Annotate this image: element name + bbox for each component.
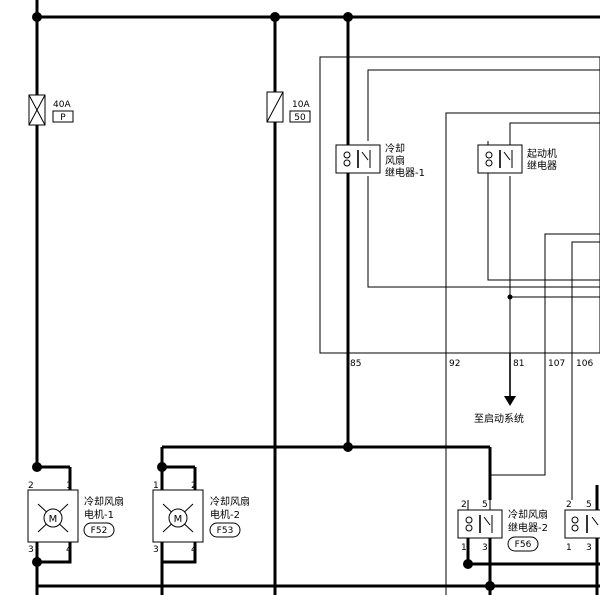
ecm-pin-81: 81 bbox=[513, 359, 524, 369]
ecm-output-wires bbox=[445, 353, 573, 595]
motor-1-pin-3: 3 bbox=[28, 545, 34, 555]
fuse-40a-symbol bbox=[28, 94, 46, 126]
relay-2-block: 2 5 1 3 bbox=[457, 500, 503, 595]
motor-2-pin-1: 1 bbox=[153, 481, 159, 491]
relay-2-pin-2: 2 bbox=[461, 500, 467, 510]
motor-2-pin-3: 3 bbox=[153, 545, 159, 555]
motor-1-block: M 2 1 3 4 bbox=[27, 462, 79, 595]
relay-2-label-line1: 冷却风扇 bbox=[508, 508, 548, 521]
relay-3-pin-2: 2 bbox=[566, 500, 572, 510]
fuse-10a-symbol bbox=[266, 91, 284, 123]
fuse-10a-code: 50 bbox=[294, 113, 306, 123]
motor-1-symbol: M bbox=[49, 514, 58, 525]
fuse-40a-code: P bbox=[60, 113, 66, 123]
relay-1-label-line3: 继电器-1 bbox=[385, 166, 425, 179]
relay-2-pin-1: 1 bbox=[461, 543, 467, 553]
motor-2-label-line2: 电机-2 bbox=[210, 508, 240, 521]
ecm-box bbox=[319, 56, 600, 354]
ecm-pin-92: 92 bbox=[449, 359, 460, 369]
relay-2-pin-3: 3 bbox=[482, 543, 488, 553]
relay-1-label-line2: 风扇 bbox=[385, 154, 405, 167]
relay-1-symbol bbox=[335, 144, 381, 174]
motor-1-label-line2: 电机-1 bbox=[84, 508, 114, 521]
starter-relay-label-line2: 继电器 bbox=[527, 159, 557, 172]
starter-relay-label-line1: 起动机 bbox=[527, 147, 557, 160]
relay-2-label-line2: 继电器-2 bbox=[508, 521, 548, 534]
motor-1-pin-1: 1 bbox=[66, 481, 72, 491]
ecm-pin-85: 85 bbox=[350, 359, 361, 369]
relay-3-pin-3: 3 bbox=[586, 543, 592, 553]
start-system-label: 至启动系统 bbox=[474, 412, 524, 425]
ecm-pin-106: 106 bbox=[576, 359, 593, 369]
top-power-bus bbox=[32, 0, 600, 22]
motor-2-symbol: M bbox=[174, 514, 183, 525]
relay-1-label-line1: 冷却 bbox=[385, 142, 405, 155]
fuse-10a-rating: 10A bbox=[292, 100, 310, 110]
relay-1-feed bbox=[160, 17, 492, 595]
motor-2-block: M 1 2 3 4 bbox=[152, 462, 204, 564]
starter-relay-symbol bbox=[477, 144, 523, 174]
motor-1-label-line1: 冷却风扇 bbox=[84, 495, 124, 508]
relay-2-connector: F56 bbox=[515, 540, 532, 550]
motor-2-pin-2: 2 bbox=[191, 481, 197, 491]
fuse-10a-branch: 10A 50 bbox=[266, 17, 311, 595]
relay-2-pin-5: 5 bbox=[482, 500, 488, 510]
motor-1-connector: F52 bbox=[91, 526, 108, 536]
relay-3-pin-5: 5 bbox=[586, 500, 592, 510]
fuse-40a-branch: 40A P bbox=[28, 17, 74, 467]
motor-1-pin-2: 2 bbox=[28, 481, 34, 491]
fuse-40a-rating: 40A bbox=[53, 100, 71, 110]
bottom-bus bbox=[37, 562, 600, 595]
ecm-pin-labels: 85 92 81 107 106 bbox=[350, 359, 593, 369]
motor-2-connector: F53 bbox=[217, 526, 234, 536]
relay-3-pin-1: 1 bbox=[566, 543, 572, 553]
motor-2-label-line1: 冷却风扇 bbox=[210, 495, 250, 508]
relay-3-partial: 2 5 1 3 bbox=[564, 485, 600, 595]
ecm-pin-107: 107 bbox=[548, 359, 565, 369]
